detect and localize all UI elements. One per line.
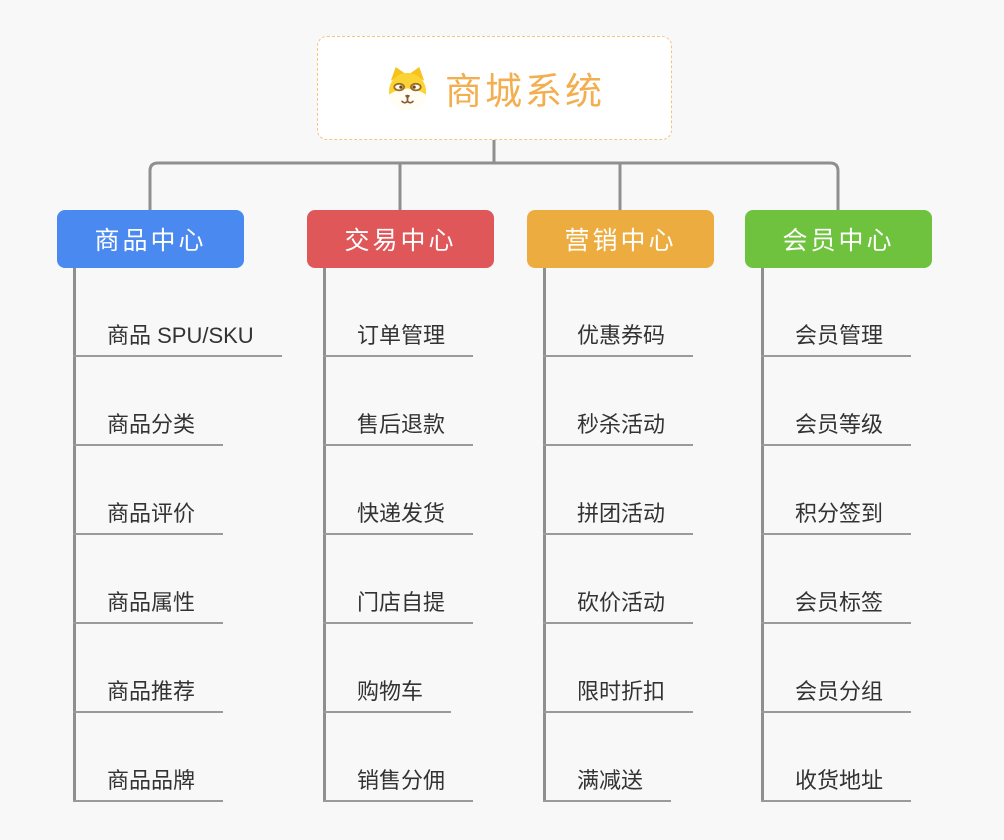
leaf-node-label: 销售分佣 <box>357 768 446 793</box>
branch-column: 营销中心 优惠券码 秒杀活动 拼团活动 砍价活动 限时折扣 满减送 <box>527 210 777 810</box>
branch-label: 营销中心 <box>564 227 677 255</box>
branch-label: 交易中心 <box>344 227 457 255</box>
leaf-node[interactable]: 商品评价 <box>73 446 224 535</box>
leaf-node-label: 商品分类 <box>107 412 196 437</box>
leaf-node[interactable]: 购物车 <box>323 624 452 713</box>
branch-column: 商品中心 商品 SPU/SKU 商品分类 商品评价 商品属性 商品推荐 商品品牌 <box>57 210 307 810</box>
leaf-node-label: 满减送 <box>577 768 644 793</box>
leaf-node[interactable]: 限时折扣 <box>543 624 694 713</box>
leaf-node-label: 秒杀活动 <box>577 412 666 437</box>
leaf-node[interactable]: 订单管理 <box>323 268 474 357</box>
leaf-node[interactable]: 拼团活动 <box>543 446 694 535</box>
leaf-node-label: 商品品牌 <box>107 768 196 793</box>
leaf-node-label: 快递发货 <box>357 501 446 526</box>
leaf-node[interactable]: 会员管理 <box>761 268 912 357</box>
leaf-node-label: 会员管理 <box>795 323 884 348</box>
leaf-node[interactable]: 商品分类 <box>73 357 224 446</box>
leaf-node-label: 售后退款 <box>357 412 446 437</box>
branch-trunk-line <box>761 268 764 802</box>
leaf-node-label: 拼团活动 <box>577 501 666 526</box>
leaf-node[interactable]: 售后退款 <box>323 357 474 446</box>
branch-item-list: 商品 SPU/SKU 商品分类 商品评价 商品属性 商品推荐 商品品牌 <box>73 268 282 802</box>
leaf-node[interactable]: 快递发货 <box>323 446 474 535</box>
branch-node[interactable]: 营销中心 <box>527 210 714 268</box>
branch-column: 交易中心 订单管理 售后退款 快递发货 门店自提 购物车 销售分佣 <box>307 210 557 810</box>
leaf-node-label: 砍价活动 <box>577 590 666 615</box>
branch-column: 会员中心 会员管理 会员等级 积分签到 会员标签 会员分组 收货地址 <box>745 210 995 810</box>
leaf-node[interactable]: 优惠券码 <box>543 268 694 357</box>
leaf-node-label: 会员标签 <box>795 590 884 615</box>
leaf-node-label: 积分签到 <box>795 501 884 526</box>
leaf-node[interactable]: 商品品牌 <box>73 713 224 802</box>
branch-node[interactable]: 商品中心 <box>57 210 244 268</box>
branch-trunk-line <box>73 268 76 802</box>
leaf-node[interactable]: 砍价活动 <box>543 535 694 624</box>
branch-item-list: 会员管理 会员等级 积分签到 会员标签 会员分组 收货地址 <box>761 268 912 802</box>
branch-trunk-line <box>543 268 546 802</box>
leaf-node[interactable]: 商品推荐 <box>73 624 224 713</box>
leaf-node[interactable]: 会员标签 <box>761 535 912 624</box>
leaf-node-label: 会员分组 <box>795 679 884 704</box>
branch-node[interactable]: 会员中心 <box>745 210 932 268</box>
leaf-node-label: 商品评价 <box>107 501 196 526</box>
root-title: 商城系统 <box>445 71 605 112</box>
branch-label: 会员中心 <box>782 227 895 255</box>
leaf-node-label: 购物车 <box>357 679 424 704</box>
leaf-node-label: 限时折扣 <box>577 679 666 704</box>
leaf-node[interactable]: 秒杀活动 <box>543 357 694 446</box>
leaf-node-label: 订单管理 <box>357 323 446 348</box>
branch-item-list: 优惠券码 秒杀活动 拼团活动 砍价活动 限时折扣 满减送 <box>543 268 694 802</box>
leaf-node[interactable]: 满减送 <box>543 713 672 802</box>
leaf-node[interactable]: 销售分佣 <box>323 713 474 802</box>
branch-label: 商品中心 <box>94 227 207 255</box>
leaf-node[interactable]: 会员分组 <box>761 624 912 713</box>
leaf-node-label: 商品推荐 <box>107 679 196 704</box>
leaf-node-label: 商品 SPU/SKU <box>107 323 254 348</box>
leaf-node-label: 收货地址 <box>795 768 884 793</box>
branch-trunk-line <box>323 268 326 802</box>
leaf-node[interactable]: 会员等级 <box>761 357 912 446</box>
leaf-node[interactable]: 商品 SPU/SKU <box>73 268 282 357</box>
leaf-node[interactable]: 积分签到 <box>761 446 912 535</box>
leaf-node-label: 商品属性 <box>107 590 196 615</box>
branch-item-list: 订单管理 售后退款 快递发货 门店自提 购物车 销售分佣 <box>323 268 474 802</box>
dog-face-icon <box>388 66 427 110</box>
leaf-node[interactable]: 门店自提 <box>323 535 474 624</box>
leaf-node[interactable]: 收货地址 <box>761 713 912 802</box>
branch-node[interactable]: 交易中心 <box>307 210 494 268</box>
leaf-node-label: 会员等级 <box>795 412 884 437</box>
leaf-node[interactable]: 商品属性 <box>73 535 224 624</box>
leaf-node-label: 门店自提 <box>357 590 446 615</box>
leaf-node-label: 优惠券码 <box>577 323 666 348</box>
root-node[interactable]: 商城系统 <box>317 36 672 140</box>
